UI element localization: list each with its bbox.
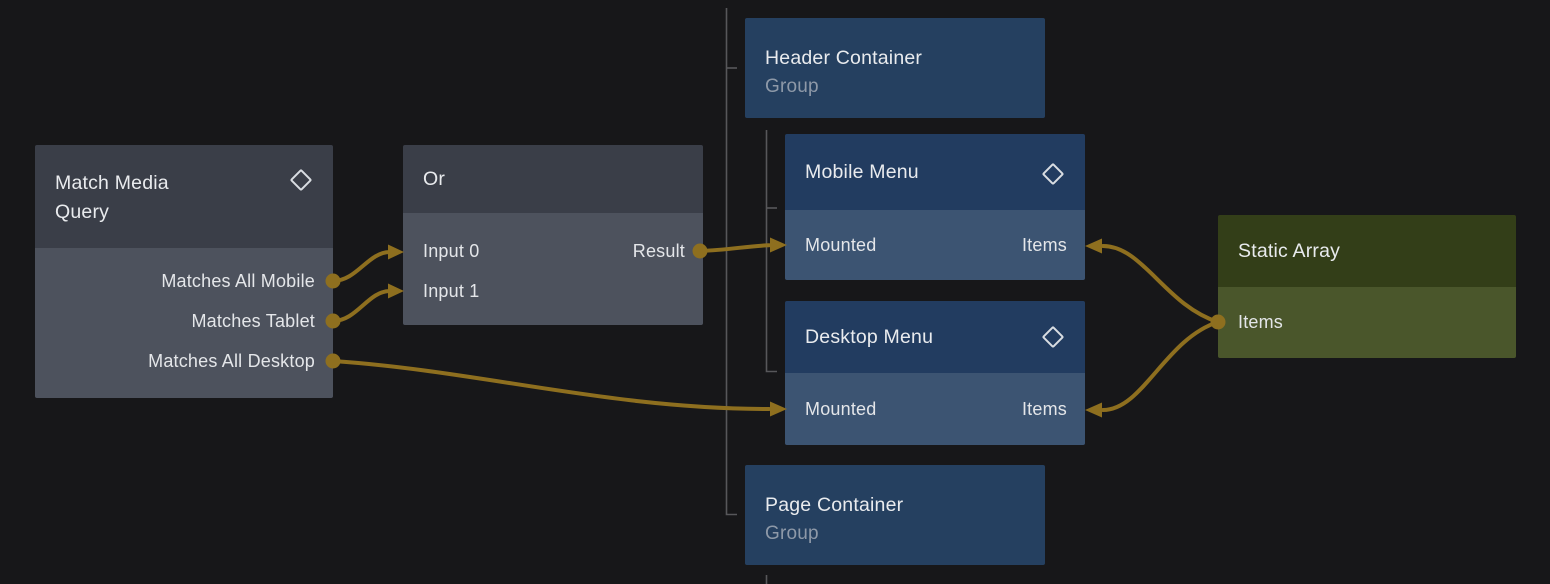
- node-header: Static Array: [1218, 215, 1516, 287]
- wire-result-to-mobile-mounted[interactable]: [698, 237, 787, 253]
- node-header: Mobile Menu: [785, 134, 1085, 210]
- input-port-items[interactable]: Items: [1021, 234, 1067, 255]
- output-port-matches-all-mobile[interactable]: Matches All Mobile: [35, 261, 333, 301]
- tree-line-root: [725, 8, 737, 516]
- node-header: Or: [403, 145, 703, 213]
- input-port-input-1[interactable]: Input 1: [403, 271, 703, 311]
- port-label: Items: [1238, 311, 1284, 332]
- wire-arrowhead: [1085, 402, 1102, 418]
- tree-line-header-children: [765, 130, 777, 373]
- node-subtitle: Group: [765, 523, 819, 544]
- wire-static-array-to-desktop-items[interactable]: [1085, 320, 1220, 418]
- node-header: Desktop Menu: [785, 301, 1085, 373]
- node-match-media-query[interactable]: Match Media Query Matches All Mobile Mat…: [35, 145, 333, 398]
- input-port-mounted[interactable]: Mounted: [805, 398, 877, 419]
- wire-arrowhead: [388, 283, 404, 299]
- wire-arrowhead: [388, 244, 404, 260]
- node-title: Desktop Menu: [805, 325, 934, 348]
- node-title: Static Array: [1238, 239, 1341, 262]
- port-label: Matches All Mobile: [161, 270, 315, 291]
- output-port-matches-tablet[interactable]: Matches Tablet: [35, 301, 333, 341]
- input-port-input-0[interactable]: Input 0: [423, 240, 480, 261]
- output-port-items[interactable]: Items: [1218, 302, 1516, 342]
- node-static-array[interactable]: Static Array Items: [1218, 215, 1516, 358]
- node-header: Match Media Query: [35, 145, 333, 248]
- node-or[interactable]: Or Input 0 Result Input 1: [403, 145, 703, 325]
- diamond-outline-icon: [289, 168, 313, 192]
- wire-arrowhead: [1085, 238, 1102, 254]
- node-title: Match Media Query: [55, 172, 169, 223]
- node-title: Header Container: [765, 47, 923, 69]
- node-title: Page Container: [765, 494, 904, 516]
- node-title: Or: [423, 167, 446, 190]
- node-subtitle: Group: [765, 76, 819, 97]
- output-port-result[interactable]: Result: [632, 240, 685, 261]
- diamond-outline-icon: [1041, 162, 1065, 186]
- node-mobile-menu[interactable]: Mobile Menu Mounted Items: [785, 134, 1085, 280]
- node-title: Mobile Menu: [805, 160, 919, 183]
- port-label: Input 1: [423, 280, 480, 301]
- node-body: Mounted Items: [785, 210, 1085, 280]
- node-body: Input 0 Result Input 1: [403, 213, 703, 325]
- input-port-items[interactable]: Items: [1021, 398, 1067, 419]
- node-body: Items: [1218, 287, 1516, 358]
- node-body: Mounted Items: [785, 373, 1085, 445]
- node-desktop-menu[interactable]: Desktop Menu Mounted Items: [785, 301, 1085, 445]
- wire-static-array-to-mobile-items[interactable]: [1085, 238, 1220, 324]
- input-port-mounted[interactable]: Mounted: [805, 234, 877, 255]
- port-label: Matches Tablet: [191, 310, 315, 331]
- node-body: Matches All Mobile Matches Tablet Matche…: [35, 248, 333, 398]
- node-page-container[interactable]: Page Container Group: [745, 465, 1045, 565]
- wire-matches-all-mobile-to-input-0[interactable]: [331, 244, 404, 283]
- port-label: Matches All Desktop: [148, 350, 315, 371]
- output-port-matches-all-desktop[interactable]: Matches All Desktop: [35, 341, 333, 381]
- node-header-container[interactable]: Header Container Group: [745, 18, 1045, 118]
- diamond-outline-icon: [1041, 325, 1065, 349]
- wire-matches-all-desktop-to-desktop-mounted[interactable]: [331, 359, 787, 417]
- wire-matches-tablet-to-input-1[interactable]: [331, 283, 404, 323]
